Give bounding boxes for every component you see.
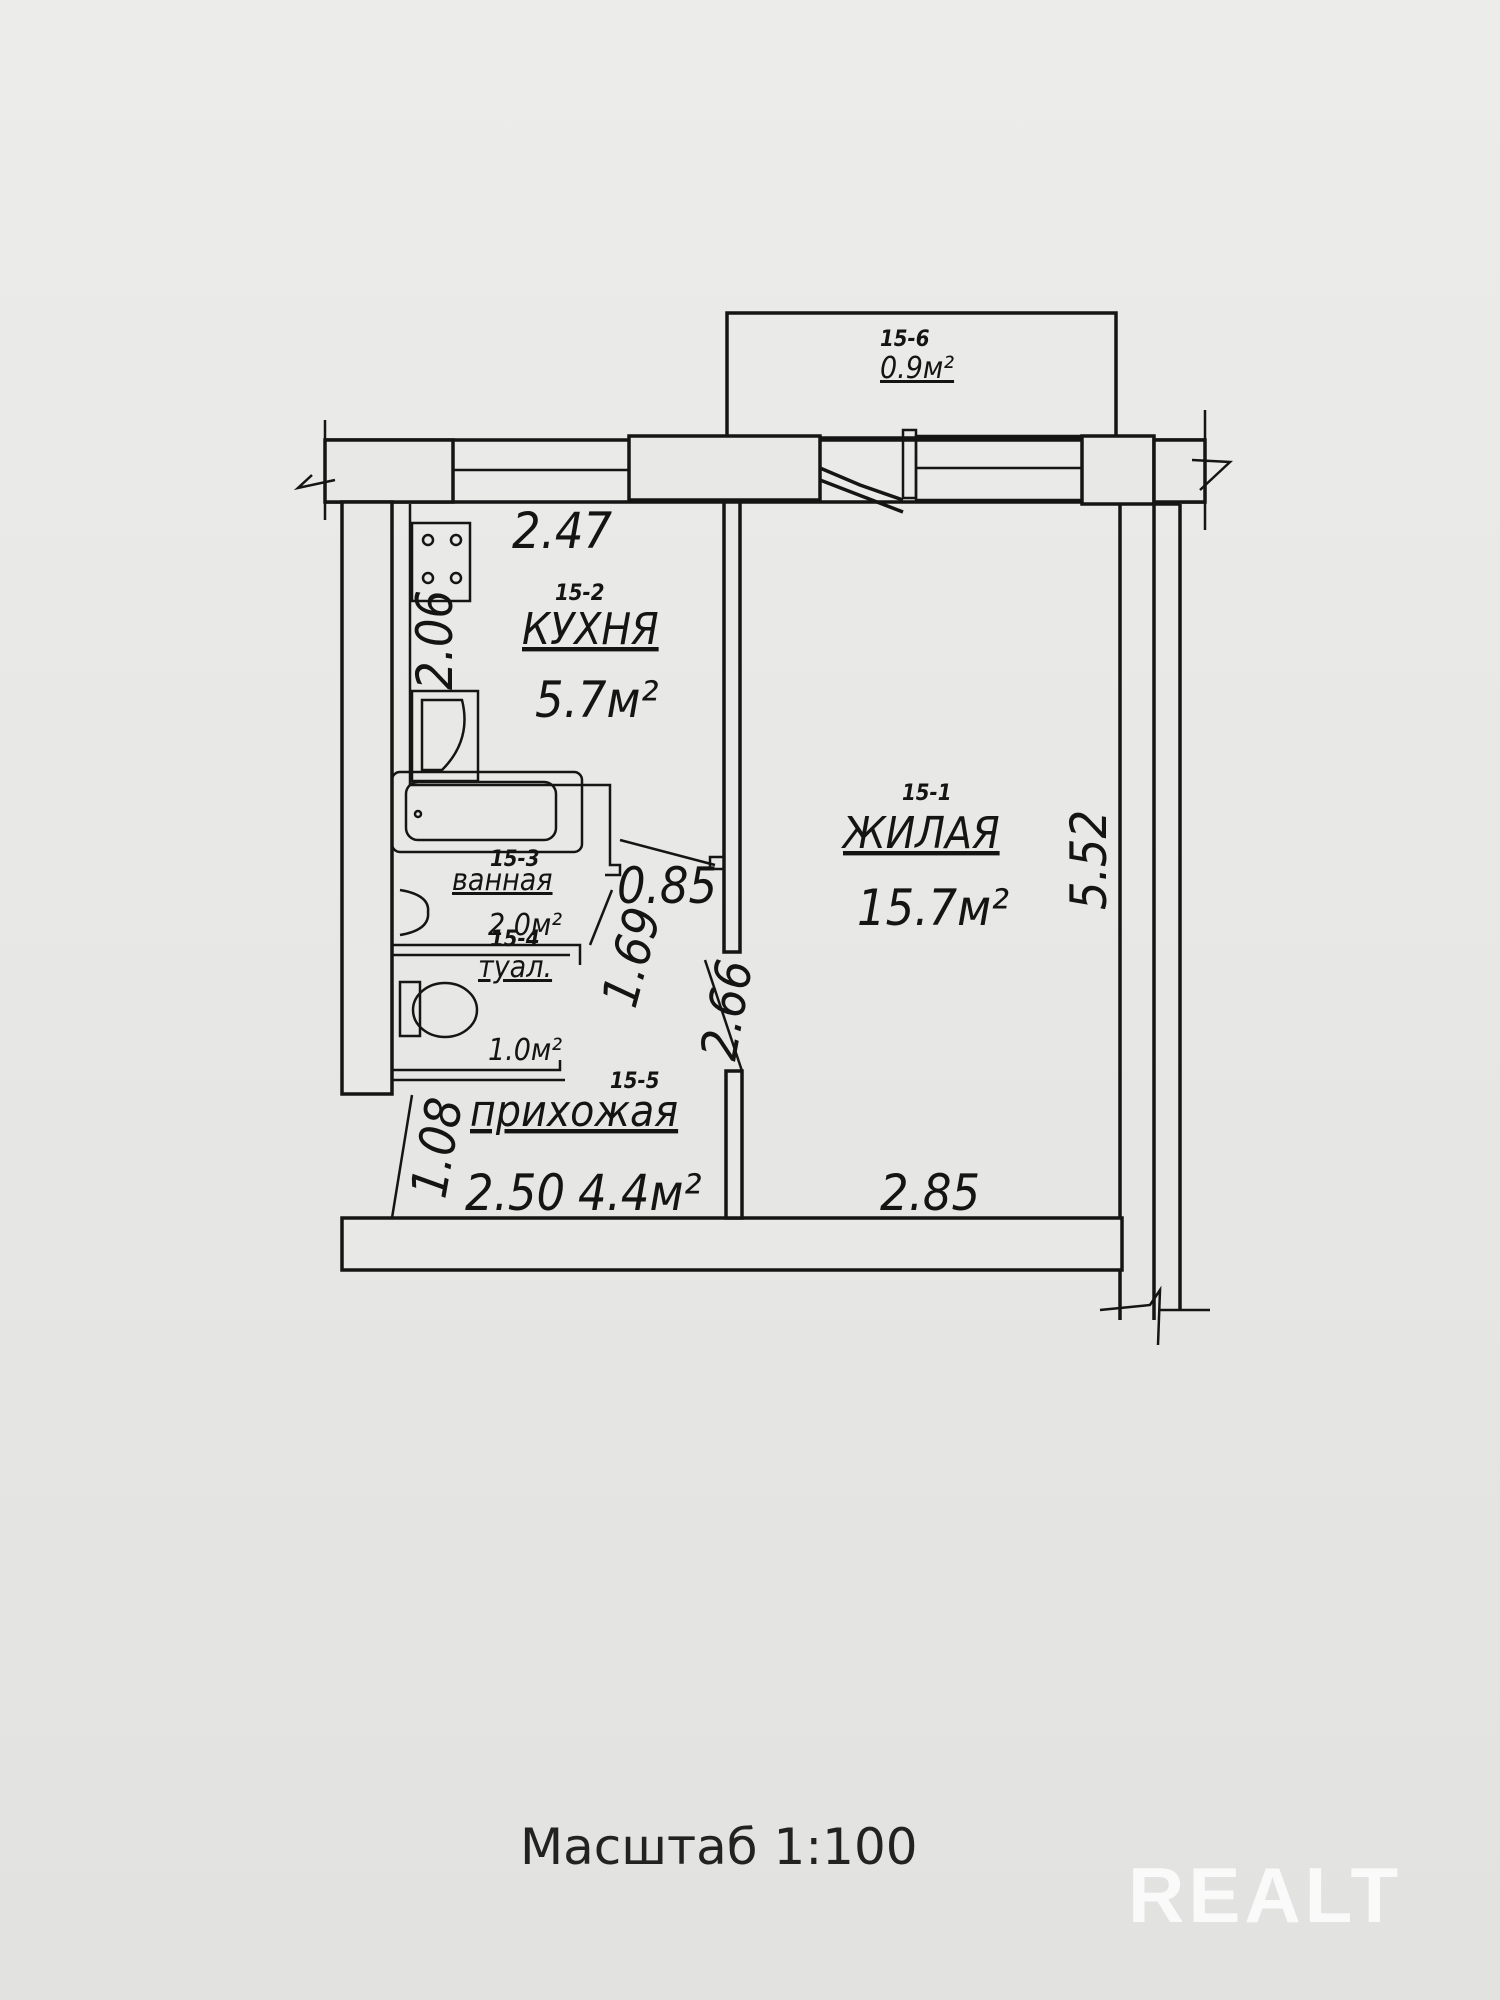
balcony-area: 0.9м² xyxy=(880,351,954,386)
bathroom-name: ванная xyxy=(452,863,553,898)
room-width-dim: 2.85 xyxy=(880,1164,980,1222)
bottom-wall xyxy=(340,1216,1124,1272)
hall-dim-3: 1.08 xyxy=(400,1093,475,1202)
bathroom-wall xyxy=(392,943,582,965)
kitchen-area: 5.7м² xyxy=(535,671,658,729)
bathroom-area: 2.0м² xyxy=(488,908,562,943)
washbasin-icon xyxy=(399,888,430,937)
entrance-door-swing xyxy=(390,1094,414,1219)
right-wall xyxy=(1099,502,1210,1346)
toilet-icon xyxy=(398,980,479,1039)
room-door-swing xyxy=(703,959,744,1072)
hall-dim-1: 1.69 xyxy=(591,901,673,1013)
kitchen-sink-icon xyxy=(410,689,480,783)
bath-door-dim: 0.85 xyxy=(617,857,717,915)
toilet-id: 15-4 xyxy=(490,927,540,952)
hall-name: прихожая xyxy=(470,1086,678,1137)
kitchen-width-dim: 2.47 xyxy=(512,502,613,560)
hall-area: 4.4м² xyxy=(578,1164,701,1222)
living-room-area: 15.7м² xyxy=(857,879,1009,937)
door-stop xyxy=(708,855,726,871)
bathtub-icon xyxy=(390,770,584,854)
kitchen-depth-dim: 2.06 xyxy=(406,590,464,690)
kitchen-partition xyxy=(722,500,742,954)
bathroom-id: 15-3 xyxy=(490,847,540,872)
bath-door-swing xyxy=(619,838,716,867)
scale-label: Масштаб 1:100 xyxy=(520,1818,918,1876)
hall-width-dim: 2.50 xyxy=(465,1164,565,1222)
balcony-outline xyxy=(725,311,1118,440)
kitchen-id: 15-2 xyxy=(555,581,605,606)
left-wall xyxy=(340,500,394,1096)
hall-dim-2: 2.66 xyxy=(690,955,765,1064)
toilet-door-swing xyxy=(588,889,614,946)
realt-watermark: REALT xyxy=(1128,1851,1402,1939)
toilet-wall xyxy=(392,1060,565,1082)
living-room-name: ЖИЛАЯ xyxy=(841,808,1000,859)
top-wall xyxy=(293,410,1234,530)
stove-icon xyxy=(410,521,472,603)
kitchen-name: КУХНЯ xyxy=(522,604,659,655)
hall-id: 15-5 xyxy=(610,1069,660,1094)
toilet-name: туал. xyxy=(478,950,552,985)
living-room-id: 15-1 xyxy=(902,781,952,806)
room-length-dim: 5.52 xyxy=(1060,810,1118,910)
balcony-id: 15-6 xyxy=(880,327,930,352)
hall-partition xyxy=(724,1069,744,1220)
toilet-area: 1.0м² xyxy=(488,1033,562,1068)
